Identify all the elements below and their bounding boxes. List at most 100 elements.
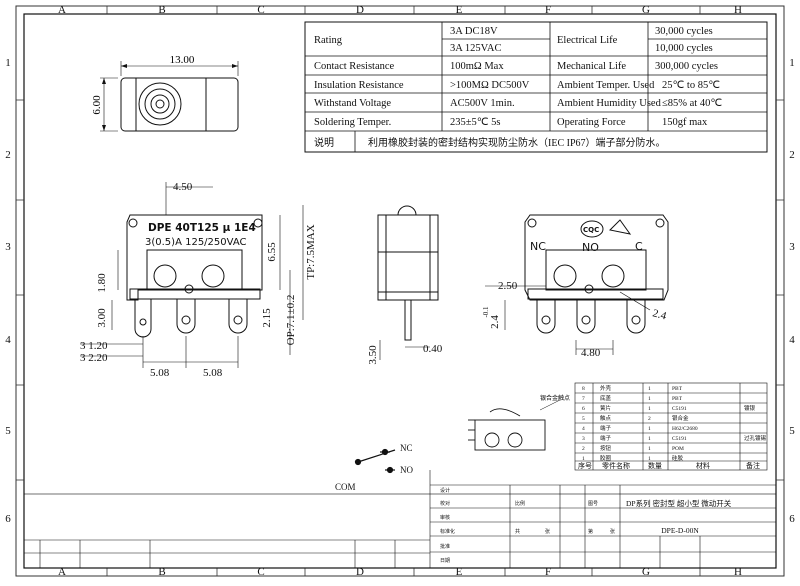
spec-row-4-key2: Operating Force	[557, 117, 626, 128]
spec-row-1-key: Contact Resistance	[314, 61, 395, 72]
col-label-b-top: B	[158, 4, 165, 16]
bom-cell: 1	[648, 426, 651, 432]
front-view	[80, 182, 304, 368]
front-dim-450: 4.50	[173, 181, 193, 193]
col-label-e-top: E	[456, 4, 463, 16]
row-label-2-right: 2	[789, 149, 795, 161]
bom-cell: 镀银	[744, 404, 756, 412]
col-label-a-top: A	[58, 4, 66, 16]
spec-row-2-key2: Ambient Temper. Used	[557, 80, 655, 91]
bom-cell: C5191	[672, 406, 687, 412]
front-dim-120: 3 1.20	[80, 340, 108, 352]
top-view	[100, 61, 239, 132]
title-block-field: 比例	[515, 500, 525, 507]
bom-cell: C5191	[672, 436, 687, 442]
spec-row-3-key: Withstand Voltage	[314, 98, 391, 109]
bom-cell: 端子	[600, 434, 612, 442]
rear-cert-mark: CQC	[583, 226, 599, 234]
bom-cell: 按钮	[600, 444, 612, 452]
bom-cell: 外壳	[600, 384, 612, 392]
schematic-nc: NC	[400, 443, 413, 453]
side-dim-350: 3.50	[367, 345, 379, 365]
row-label-5-right: 5	[789, 425, 795, 437]
bom-cell: 1	[648, 386, 651, 392]
col-label-e-bottom: E	[456, 566, 463, 578]
row-label-6-left: 6	[5, 513, 11, 525]
title-block-field: 张	[610, 528, 615, 535]
title-block-field: 第	[588, 528, 593, 535]
spec-electrical-life-label: Electrical Life	[557, 35, 618, 46]
col-label-g-top: G	[642, 4, 650, 16]
front-dim-tp: TP:7.5MAX	[305, 224, 317, 279]
bom-cell: PBT	[672, 396, 683, 402]
rear-dim-250: 2.50	[498, 280, 518, 292]
bom-cell: 1	[648, 446, 651, 452]
spec-rating-label: Rating	[314, 35, 343, 46]
bom-cell: 3	[582, 436, 585, 442]
top-view-height-dim: 6.00	[91, 95, 103, 115]
bom-header-no: 序号	[578, 461, 592, 470]
spec-row-1-value: 100mΩ Max	[450, 61, 504, 72]
col-label-c-bottom: C	[257, 566, 264, 578]
switch-schematic	[354, 448, 396, 474]
bom-cell: 1	[648, 436, 651, 442]
row-label-4-left: 4	[5, 334, 11, 346]
title-series: DP系列 密封型 超小型 微动开关	[626, 498, 732, 508]
spec-rating-value-1: 3A DC18V	[450, 26, 498, 37]
bom-cell: 1	[648, 396, 651, 402]
spec-note-text: 利用橡胶封装的密封结构实现防尘防水（IEC IP67）端子部分防水。	[368, 136, 666, 149]
rear-dim-480: 4.80	[581, 347, 601, 359]
spec-row-3-key2: Ambient Humidity Used	[557, 98, 662, 109]
spec-row-2-value: >100MΩ DC500V	[450, 80, 530, 91]
spec-row-2-key: Insulation Resistance	[314, 80, 404, 91]
bom-cell: 6	[582, 406, 585, 412]
spec-row-3-value: AC500V 1min.	[450, 98, 515, 109]
title-block-field: 张	[545, 528, 550, 535]
col-label-d-bottom: D	[356, 566, 364, 578]
front-label-line2: 3(0.5)A 125/250VAC	[145, 237, 246, 248]
outer-frame	[15, 5, 785, 577]
bom-cell: 4	[582, 426, 585, 432]
col-label-f-bottom: F	[545, 566, 551, 578]
bom-cell: 1	[582, 456, 585, 462]
bom-header-name: 零件名称	[602, 461, 630, 470]
bom-cell: H62/C2680	[672, 426, 698, 432]
spec-note-label: 说明	[314, 136, 334, 149]
bom-callout: 银合金触点	[540, 394, 570, 402]
title-part-no: DPE-D-00N	[661, 526, 699, 535]
front-dim-op: OP:7.1±0.2	[285, 295, 297, 346]
bom-cell: 7	[582, 396, 585, 402]
bom-cell: 过孔镀锡	[744, 434, 767, 442]
rear-dim-24b: 2.4	[651, 307, 668, 322]
col-label-f-top: F	[545, 4, 551, 16]
bom-cell: 簧片	[600, 404, 611, 412]
col-label-a-bottom: A	[58, 566, 66, 578]
bom-cell: PBT	[672, 386, 683, 392]
title-block	[23, 470, 777, 569]
title-block-field: 校对	[440, 500, 450, 507]
front-dim-508b: 5.08	[203, 367, 223, 379]
front-dim-180: 1.80	[96, 273, 108, 293]
title-block-field: 批准	[440, 543, 450, 550]
title-block-field: 审核	[440, 514, 450, 521]
bom-cell: 底盖	[600, 394, 612, 402]
spec-row-2-value2: 25℃ to 85℃	[662, 80, 720, 91]
bom-illustration	[468, 399, 561, 451]
row-label-3-left: 3	[5, 241, 11, 253]
rear-view	[485, 214, 669, 355]
row-label-6-right: 6	[789, 513, 795, 525]
front-label-line1: DPE 40T125 μ 1E4	[148, 222, 256, 234]
spec-row-4-value2: 150gf max	[662, 117, 708, 128]
bom-cell: 银合金	[672, 414, 689, 422]
column-ticks	[16, 6, 784, 576]
bom-cell: 1	[648, 406, 651, 412]
bom-cell: 1	[648, 456, 651, 462]
bom-header-qty: 数量	[648, 461, 662, 470]
title-block-field: 共	[515, 528, 520, 535]
col-label-g-bottom: G	[642, 566, 650, 578]
bom-cell: POM	[672, 446, 684, 452]
spec-row-4-key: Soldering Temper.	[314, 117, 391, 128]
spec-electrical-life-value-1: 30,000 cycles	[655, 26, 713, 37]
row-label-1-left: 1	[5, 57, 11, 69]
